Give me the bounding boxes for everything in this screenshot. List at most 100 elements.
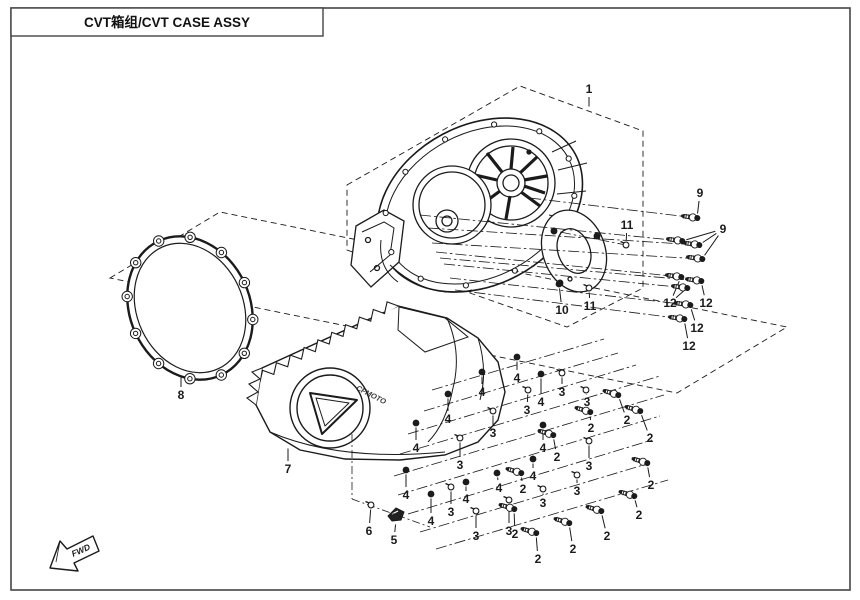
part-number-label: 2 xyxy=(535,552,542,566)
axis-line xyxy=(443,263,688,289)
part-number-label: 11 xyxy=(584,299,597,313)
case-intake-snout xyxy=(350,209,405,288)
part-number-label: 6 xyxy=(366,524,373,538)
bolt-ring xyxy=(573,471,581,479)
part-number-label: 2 xyxy=(624,413,631,427)
leader-line xyxy=(702,233,717,243)
bolt-head-dot xyxy=(478,368,486,376)
screw xyxy=(505,466,525,477)
part-number-label: 4 xyxy=(496,481,503,495)
bolt-head-dot xyxy=(529,455,537,463)
leader-line xyxy=(684,323,689,339)
bolt-ring-tip xyxy=(454,433,459,437)
leader-line xyxy=(569,527,573,542)
part-number-label: 3 xyxy=(473,529,480,543)
part-number-label: 3 xyxy=(559,385,566,399)
part-number-label: 3 xyxy=(574,484,581,498)
part-number-label: 2 xyxy=(570,542,577,556)
leader-line xyxy=(553,439,557,450)
bolt-ring-tip xyxy=(620,240,625,244)
part-number-label: 2 xyxy=(648,478,655,492)
part-number-label: 2 xyxy=(647,431,654,445)
leader-line xyxy=(690,309,696,321)
part-number-label: 3 xyxy=(448,505,455,519)
bolt-ring xyxy=(367,501,375,509)
bolt-ring-tip xyxy=(365,500,370,504)
part-number-label: 3 xyxy=(584,395,591,409)
screw xyxy=(553,516,573,527)
axis-line xyxy=(449,277,691,306)
title-box xyxy=(10,7,324,37)
bolt-ring xyxy=(585,437,593,445)
part-number-label: 12 xyxy=(682,339,696,353)
screw xyxy=(574,405,594,416)
axis-line xyxy=(427,227,700,246)
bolt-ring xyxy=(585,284,593,292)
part-number-label: 7 xyxy=(285,462,292,476)
axis-line xyxy=(423,352,619,412)
part-number-label: 2 xyxy=(554,450,561,464)
part-number-label: 1 xyxy=(586,82,593,96)
screw xyxy=(665,272,685,281)
bolt-ring-tip xyxy=(583,436,588,440)
part-number-label: 4 xyxy=(413,441,420,455)
part-number-label: 9 xyxy=(697,186,704,200)
part-number-label: 2 xyxy=(588,421,595,435)
part-number-label: 2 xyxy=(636,508,643,522)
bolt-head-dot xyxy=(537,370,545,378)
dashed-box-cover-plane xyxy=(108,211,789,394)
leader-line xyxy=(369,509,372,524)
part-number-label: 4 xyxy=(514,371,521,385)
bolt-ring xyxy=(456,434,464,442)
screw xyxy=(618,489,638,500)
gasket-bolt-tabs xyxy=(121,231,259,385)
part-number-label: 2 xyxy=(512,527,519,541)
bolt-ring xyxy=(489,407,497,415)
bolt-ring-tip xyxy=(503,495,508,499)
axis-line xyxy=(529,197,698,219)
dashed-box-case-bounding-box xyxy=(346,85,644,328)
bolt-head-dot xyxy=(444,390,452,398)
leader-line xyxy=(697,200,700,214)
part-number-label: 9 xyxy=(720,222,727,236)
leader-line xyxy=(701,285,705,296)
axis-line xyxy=(407,439,653,515)
leader-line xyxy=(535,537,538,552)
axis-line xyxy=(559,231,627,246)
bolt-head-dot xyxy=(493,469,501,477)
bolt-ring xyxy=(539,485,547,493)
part-number-label: 8 xyxy=(178,388,185,402)
part-number-label: 5 xyxy=(391,533,398,547)
bolt-ring xyxy=(622,241,630,249)
part-number-label: 4 xyxy=(445,412,452,426)
bolt-head-dot xyxy=(539,421,547,429)
bolt-ring xyxy=(505,496,513,504)
bolt-head-dot xyxy=(555,280,563,288)
part-number-label: 4 xyxy=(530,469,537,483)
bolt-head-dot xyxy=(427,490,435,498)
bolt-ring-tip xyxy=(445,482,450,486)
assembly-guide-line xyxy=(351,498,431,528)
leader-line xyxy=(559,288,562,303)
page-title: CVT箱组/CVT CASE ASSY xyxy=(84,14,250,30)
part-number-label: 2 xyxy=(520,482,527,496)
part-number-label: 3 xyxy=(457,458,464,472)
screw xyxy=(674,300,694,309)
screw xyxy=(668,314,688,323)
part-number-label: 4 xyxy=(403,488,410,502)
part-number-label: 4 xyxy=(540,441,547,455)
part-number-label: 3 xyxy=(490,426,497,440)
axis-line xyxy=(439,257,702,282)
bolt-head-dot xyxy=(462,478,470,486)
part-number-label: 12 xyxy=(663,296,677,310)
fwd-arrow: FWD xyxy=(49,535,100,572)
bolt-ring xyxy=(472,507,480,515)
axis-line xyxy=(431,338,605,391)
axis-line xyxy=(419,462,651,533)
leader-line xyxy=(513,513,516,527)
leader-line xyxy=(704,235,719,256)
screw xyxy=(537,428,557,439)
bolt-head-dot xyxy=(412,419,420,427)
